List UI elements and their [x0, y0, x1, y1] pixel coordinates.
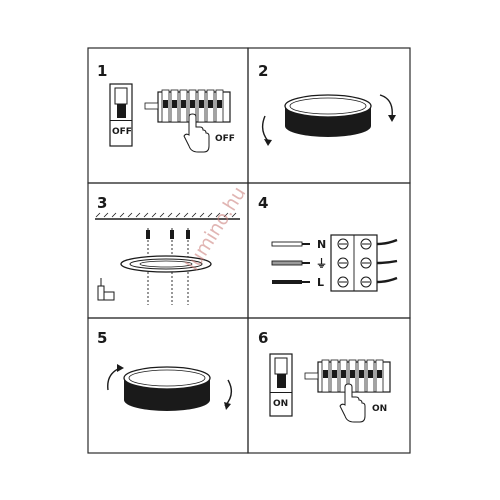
wire-earth	[271, 260, 310, 266]
circuit-breaker-icon	[269, 353, 293, 417]
rotate-arrowhead-right-icon	[388, 115, 396, 122]
watermark: lumino.hu	[182, 183, 251, 275]
step-number-2: 2	[258, 62, 268, 80]
circuit-breaker-icon	[109, 83, 133, 147]
step-number-6: 6	[258, 329, 268, 347]
panel-on-label: ON	[372, 404, 387, 414]
step-number-1: 1	[97, 62, 107, 80]
rotate-arrowhead-right-icon	[224, 402, 231, 410]
terminal-label-n: N	[317, 238, 326, 251]
lamp-leads	[376, 238, 398, 284]
screw-icons	[146, 230, 190, 239]
panel-3-mount-base	[95, 212, 240, 305]
terminal-label-l: L	[317, 276, 324, 289]
panel-6-frame	[247, 317, 411, 454]
rotate-arrow-right-icon	[379, 94, 393, 118]
rotate-arrow-right-icon	[224, 379, 233, 407]
panel-4-frame	[247, 182, 411, 319]
terminal-block-icon	[144, 89, 231, 123]
screw-guides	[147, 228, 189, 305]
hand-pointer-icon	[339, 383, 366, 423]
rotate-arrow-left-icon	[261, 115, 269, 142]
panel-2-remove-diffuser	[261, 94, 396, 146]
step-number-5: 5	[97, 329, 107, 347]
panel-6-power-on: ON ON	[269, 353, 391, 423]
round-lamp-icon	[123, 366, 211, 411]
screwdriver-icon	[97, 278, 115, 301]
wire-l	[272, 280, 310, 284]
step-number-3: 3	[97, 194, 107, 212]
rotate-arrowhead-left-icon	[264, 139, 272, 146]
hand-pointer-icon	[183, 113, 210, 153]
panel-5-refit-diffuser	[107, 364, 233, 411]
round-lamp-icon	[284, 94, 372, 137]
mounting-plate-icon	[120, 255, 212, 273]
terminal-label-earth: ⏚	[316, 257, 327, 270]
breaker-off-label: OFF	[112, 127, 132, 137]
ceiling-hatch	[95, 212, 237, 218]
breaker-on-label: ON	[273, 399, 288, 409]
step-number-4: 4	[258, 194, 268, 212]
rotate-arrowhead-left-icon	[117, 364, 124, 372]
wire-n	[271, 241, 310, 247]
terminal-block-icon	[304, 359, 391, 393]
connector-block-icon	[330, 234, 378, 292]
panel-1-power-off: OFF OFF	[109, 83, 235, 153]
panel-off-label: OFF	[215, 134, 235, 144]
panel-4-wiring: N ⏚ L	[271, 234, 398, 292]
